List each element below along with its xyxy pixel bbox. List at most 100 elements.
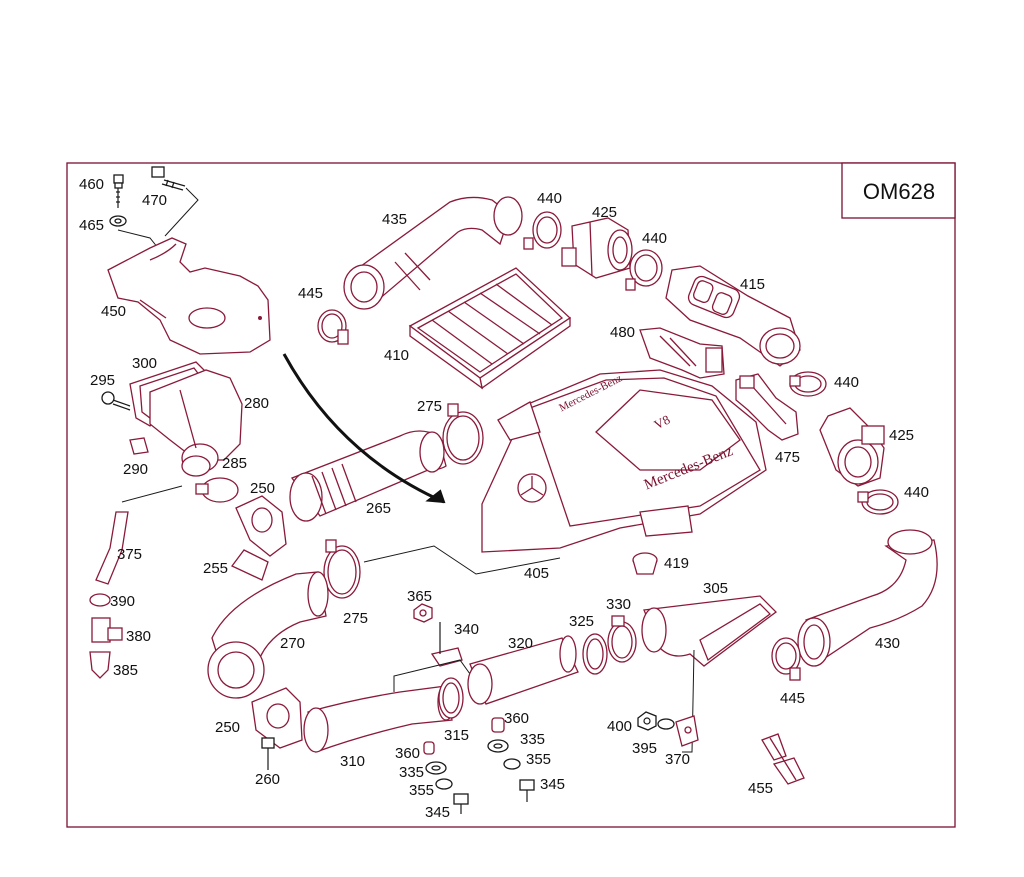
label-360-a: 360 [504,710,529,727]
label-325: 325 [569,613,594,630]
label-470: 470 [142,192,167,209]
label-415: 415 [740,276,765,293]
part-470-bolt [151,166,186,191]
part-425-mass-air-flow-sensor-a [561,217,633,279]
label-340: 340 [454,621,479,638]
part-445-clamp-b [771,637,801,681]
part-435-intake-pipe [343,196,523,310]
label-440-a: 440 [537,190,562,207]
label-305: 305 [703,580,728,597]
label-405: 405 [524,565,549,582]
part-365-nut [413,603,433,623]
label-440-c: 440 [834,374,859,391]
label-280: 280 [244,395,269,412]
label-395: 395 [632,740,657,757]
part-375-vent-hose [95,511,129,585]
label-260: 260 [255,771,280,788]
part-440-clamp-d [857,489,899,515]
part-440-clamp-c [789,371,827,397]
part-390-clip [89,593,111,607]
part-250-flange-b [251,687,303,749]
part-335-washer-b [425,761,447,775]
label-330: 330 [606,596,631,613]
part-labels: 460 470 465 450 435 440 425 440 415 445 … [79,176,929,821]
part-260-bolt [261,737,275,770]
label-275-a: 275 [417,398,442,415]
label-290: 290 [123,461,148,478]
label-450: 450 [101,303,126,320]
part-405-air-filter-housing: Mercedes-Benz Mercedes-Benz V8 [481,369,767,553]
label-250-a: 250 [250,480,275,497]
part-255-gasket [230,549,269,581]
label-300: 300 [132,355,157,372]
part-355-washer-a [503,758,521,770]
part-295-screw [101,391,131,411]
label-345-a: 345 [540,776,565,793]
label-345-b: 345 [425,804,450,821]
label-255: 255 [203,560,228,577]
label-425-b: 425 [889,427,914,444]
label-355-b: 355 [409,782,434,799]
label-335-a: 335 [520,731,545,748]
part-440-clamp-a [523,211,562,250]
part-360-spacer-a [491,717,505,733]
label-475: 475 [775,449,800,466]
label-430: 430 [875,635,900,652]
label-335-b: 335 [399,764,424,781]
diagram-frame [66,162,956,828]
part-450-engine-cover [107,237,271,355]
part-270-intake-pipe [207,571,329,699]
label-265: 265 [366,500,391,517]
part-360-spacer-b [423,741,435,755]
part-425-mass-air-flow-sensor-b [819,407,885,487]
part-275-clamp-a [442,403,484,465]
part-320-intake-pipe [467,635,579,705]
engine-code: OM628 [863,179,935,204]
part-440-clamp-b [625,249,663,291]
label-295: 295 [90,372,115,389]
label-385: 385 [113,662,138,679]
part-305-air-duct [641,595,777,667]
label-440-d: 440 [904,484,929,501]
label-390: 390 [110,593,135,610]
part-465-washer [109,215,127,227]
label-410: 410 [384,347,409,364]
label-320: 320 [508,635,533,652]
part-445-clamp-a [317,309,349,345]
label-270: 270 [280,635,305,652]
label-360-b: 360 [395,745,420,762]
part-265-air-hose [289,430,447,522]
part-330-clamp [607,615,637,663]
part-250-flange-a [235,495,287,557]
label-275-b: 275 [343,610,368,627]
label-455: 455 [748,780,773,797]
brand-badge: V8 [651,412,672,433]
label-380: 380 [126,628,151,645]
label-425-a: 425 [592,204,617,221]
part-345-bolt-a [519,779,535,802]
part-285-clamp [181,455,239,503]
label-370: 370 [665,751,690,768]
label-480: 480 [610,324,635,341]
part-475-bracket [735,373,799,441]
label-365: 365 [407,588,432,605]
label-310: 310 [340,753,365,770]
part-410-air-filter [408,267,572,390]
part-315-seal-ring [438,677,464,719]
label-375: 375 [117,546,142,563]
label-445-b: 445 [780,690,805,707]
part-415-intake-duct [665,265,801,367]
part-419-grommet [632,552,658,575]
part-455-clips [761,733,805,785]
assembly-arrow [282,353,446,504]
part-480-bracket [639,327,725,379]
part-370-bracket [675,715,699,747]
label-355-a: 355 [526,751,551,768]
part-335-washer-a [487,739,509,753]
label-440-b: 440 [642,230,667,247]
label-400: 400 [607,718,632,735]
part-355-washer-b [435,778,453,790]
part-275-clamp-b [323,539,361,599]
part-460-bolt [113,174,124,208]
label-435: 435 [382,211,407,228]
